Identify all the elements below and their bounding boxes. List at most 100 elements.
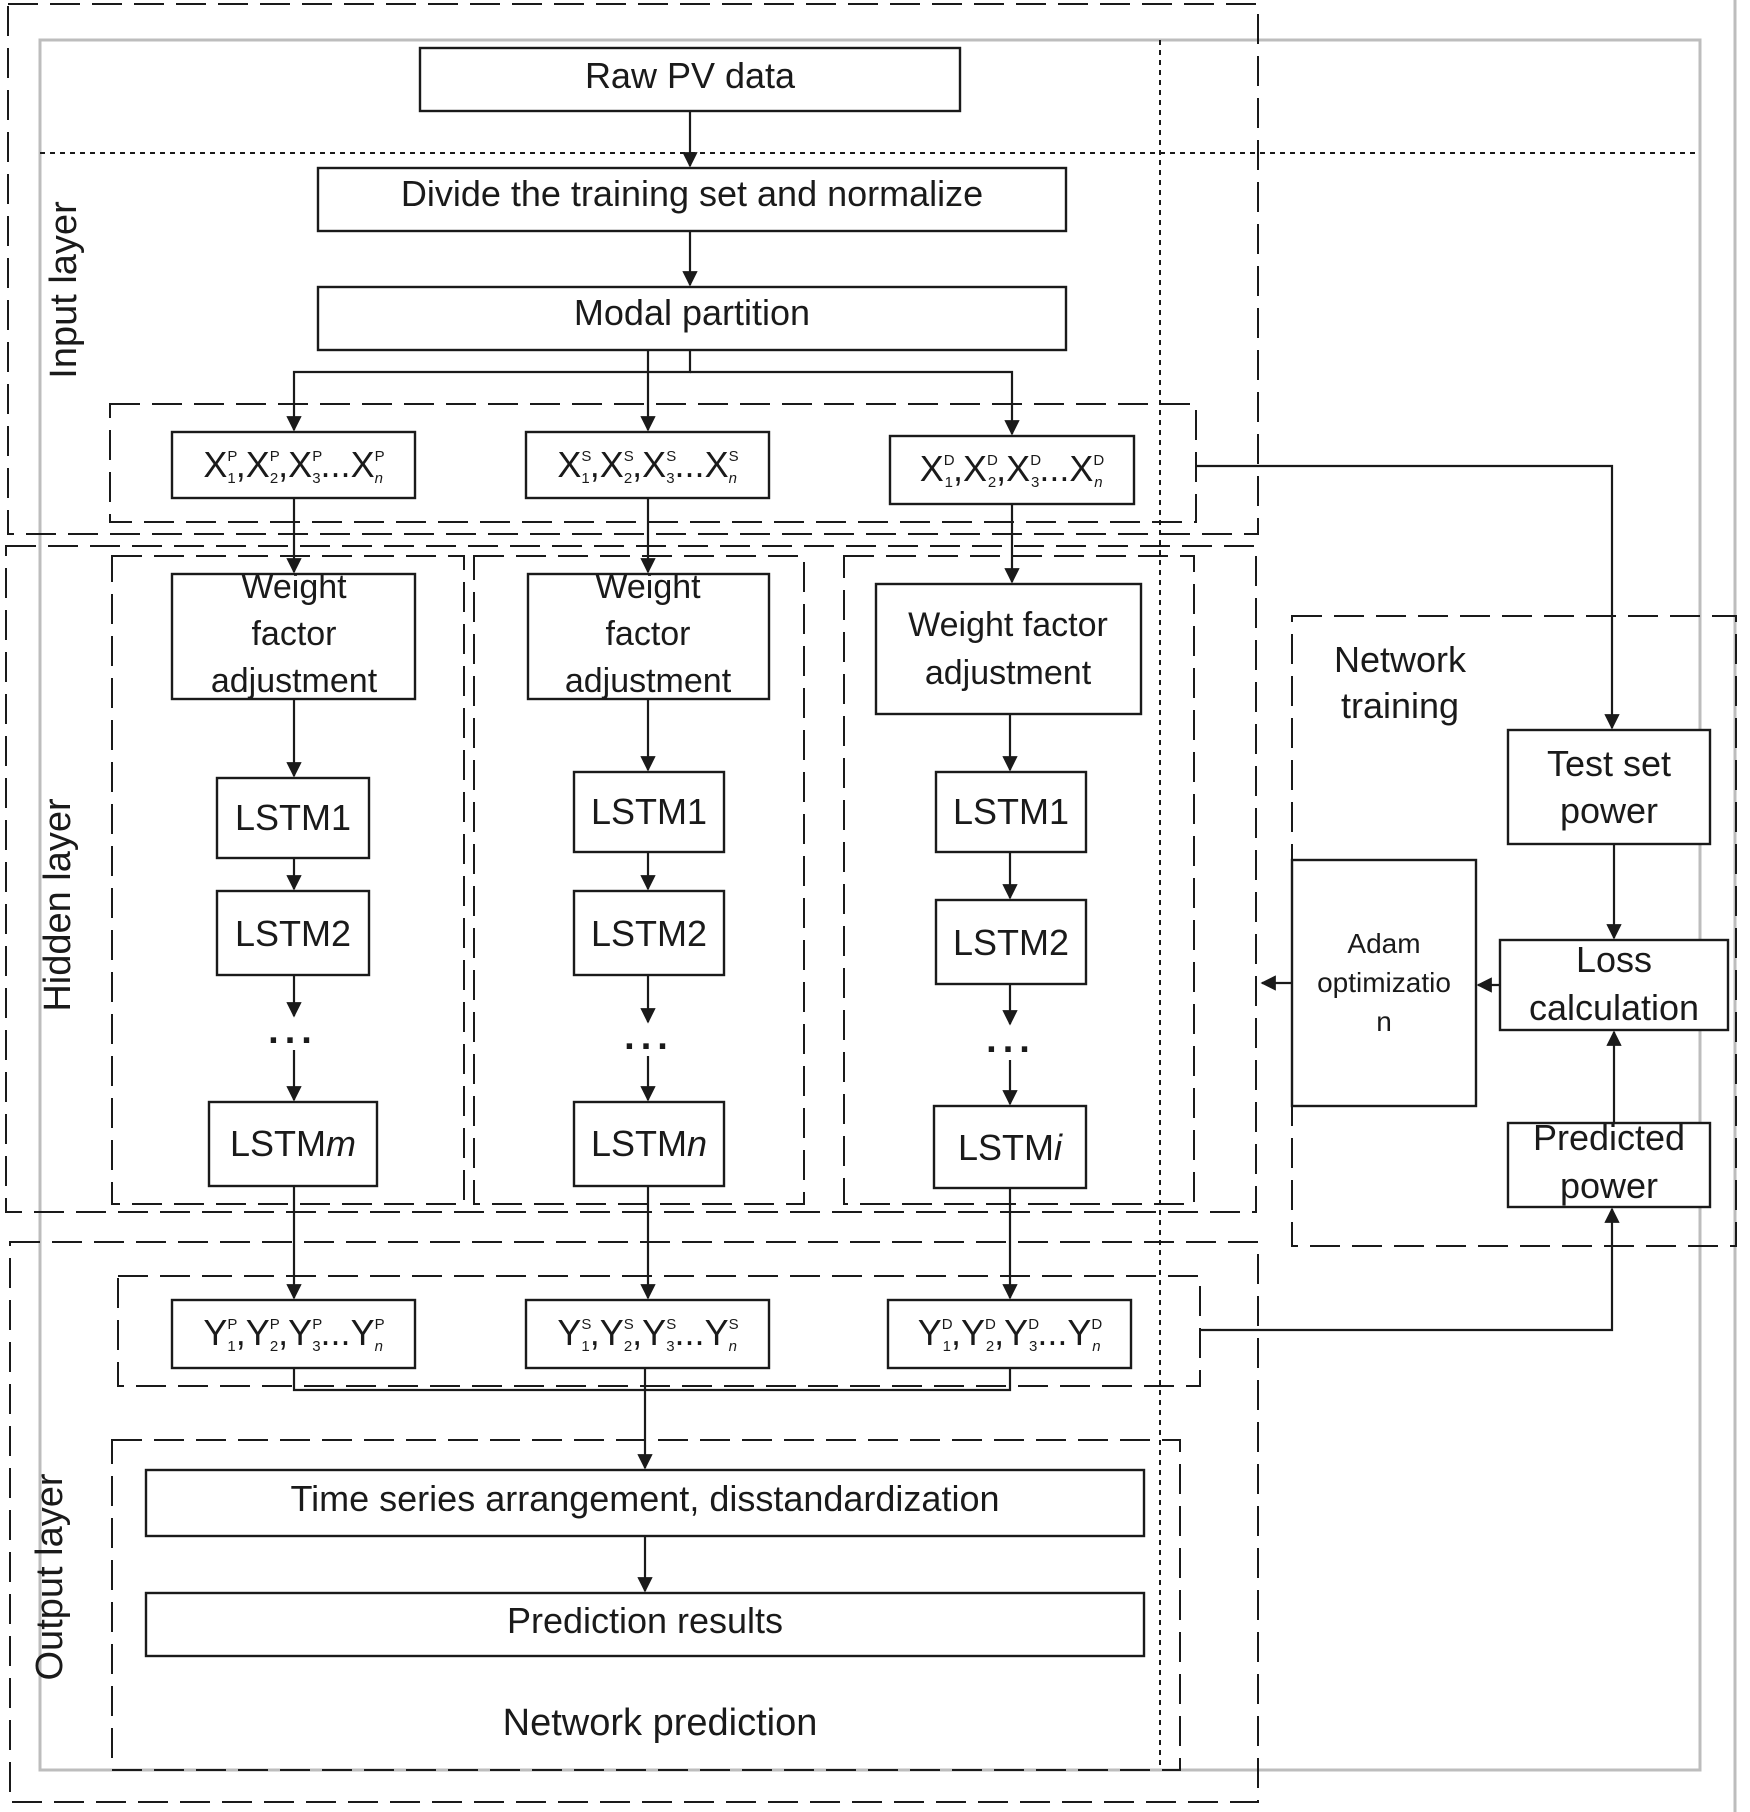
modal-partition-box <box>316 285 1068 352</box>
output-vector-mode-superscript: P <box>270 1316 280 1333</box>
test-set-power-line1: Test set <box>1547 743 1671 784</box>
output-vector-mode-superscript: D <box>1028 1316 1039 1333</box>
input-vector-separator: , <box>996 448 1006 489</box>
arrow-modal-to-d <box>690 370 1020 436</box>
output-vector-index-subscript: 3 <box>666 1338 674 1355</box>
input-vector-symbol: X <box>246 444 270 485</box>
input-vector-index-subscript: n <box>729 470 737 487</box>
output-vector-mode-superscript: P <box>227 1316 237 1333</box>
weight-factor-line1-d: Weight factor <box>908 606 1108 644</box>
divide-normalize-box <box>316 166 1068 233</box>
input-vector-mode-superscript: D <box>1030 452 1041 469</box>
lstm-last-label-s: LSTMn <box>591 1123 707 1164</box>
weight-factor-box-d <box>874 582 1143 716</box>
weight-factor-box-p <box>170 572 417 701</box>
output-vector-index-subscript: 1 <box>581 1338 589 1355</box>
output-vector-symbol: Y <box>918 1312 942 1353</box>
output-vector-symbol: Y <box>1004 1312 1028 1353</box>
lstm-last-suffix-d: i <box>1054 1127 1063 1168</box>
weight-factor-line1-p: Weight <box>241 568 347 606</box>
input-vector-mode-superscript: S <box>581 448 591 465</box>
lstm1-label-p: LSTM1 <box>235 797 351 838</box>
input-vector-index-subscript: 3 <box>1031 474 1039 491</box>
input-vector-d-box <box>888 434 1136 506</box>
ellipsis-s: ... <box>624 1016 674 1058</box>
input-vector-mode-superscript: D <box>944 452 955 469</box>
output-vector-separator: , <box>590 1312 600 1353</box>
lstm2-label-s: LSTM2 <box>591 913 707 954</box>
output-vector-symbol: Y <box>557 1312 581 1353</box>
weight-factor-line3-s: adjustment <box>565 662 732 700</box>
lstm-last-label-p: LSTMm <box>230 1123 356 1164</box>
branch-p-region <box>111 555 465 1205</box>
hidden-layer-region <box>5 545 1257 1213</box>
output-vector-symbol: Y <box>351 1312 375 1353</box>
input-vector-index-subscript: 3 <box>666 470 674 487</box>
output-vector-mode-superscript: D <box>942 1316 953 1333</box>
input-vector-mode-superscript: S <box>624 448 634 465</box>
input-vector-index-subscript: 1 <box>945 474 953 491</box>
output-vector-separator: , <box>994 1312 1004 1353</box>
input-vector-symbol: X <box>963 448 987 489</box>
input-vector-separator: ... <box>1039 448 1069 489</box>
lstm-last-suffix-p: m <box>326 1123 356 1164</box>
network-training-title-line2: training <box>1341 685 1459 726</box>
output-vector-separator: ... <box>1037 1312 1067 1353</box>
ellipsis-d: ... <box>986 1019 1036 1061</box>
output-vector-index-subscript: 1 <box>227 1338 235 1355</box>
lstm-last-prefix-s: LSTM <box>591 1123 687 1164</box>
loss-calculation-box <box>1498 938 1730 1032</box>
input-vectors-group <box>109 403 1197 523</box>
output-vector-symbol: Y <box>246 1312 270 1353</box>
arrow-xd-to-test-set <box>1196 464 1620 730</box>
output-vector-s-box <box>524 1298 771 1370</box>
output-vector-index-subscript: n <box>729 1338 737 1355</box>
adam-line1: Adam <box>1347 928 1420 959</box>
svg-text:XP1,XP2,XP3...XPn: XP1,XP2,XP3...XPn <box>203 444 384 487</box>
input-vector-mode-superscript: P <box>312 448 322 465</box>
output-vector-separator: , <box>278 1312 288 1353</box>
output-vector-symbol: Y <box>705 1312 729 1353</box>
output-vector-symbol: Y <box>961 1312 985 1353</box>
lstm2-label-p: LSTM2 <box>235 913 351 954</box>
lstm1-label-d: LSTM1 <box>953 791 1069 832</box>
lstm1-label-s: LSTM1 <box>591 791 707 832</box>
output-vector-symbol: Y <box>600 1312 624 1353</box>
input-vector-mode-superscript: S <box>729 448 739 465</box>
input-vector-mode-superscript: D <box>987 452 998 469</box>
input-vector-separator: , <box>632 444 642 485</box>
input-vector-separator: , <box>953 448 963 489</box>
output-vector-separator: , <box>632 1312 642 1353</box>
connectors <box>286 112 1622 1593</box>
input-vector-symbol: X <box>351 444 375 485</box>
input-vector-symbol: X <box>203 444 227 485</box>
input-vector-symbol: X <box>557 444 581 485</box>
input-vector-p-box <box>170 430 417 500</box>
weight-factor-line3-p: adjustment <box>211 662 378 700</box>
output-layer-label: Output layer <box>29 1473 71 1680</box>
input-vector-index-subscript: 1 <box>581 470 589 487</box>
prediction-results-label: Prediction results <box>507 1600 783 1641</box>
loss-calculation-line2: calculation <box>1529 987 1699 1028</box>
svg-text:YS1,YS2,YS3...YSn: YS1,YS2,YS3...YSn <box>557 1312 738 1355</box>
output-vector-mode-superscript: S <box>624 1316 634 1333</box>
output-layer-region <box>9 1241 1259 1803</box>
input-vector-symbol: X <box>288 444 312 485</box>
input-vector-symbol: X <box>642 444 666 485</box>
output-vector-separator: ... <box>675 1312 705 1353</box>
output-vector-separator: , <box>236 1312 246 1353</box>
output-vector-index-subscript: 1 <box>943 1338 951 1355</box>
lstm-last-prefix-d: LSTM <box>958 1127 1054 1168</box>
divide-normalize-label: Divide the training set and normalize <box>401 173 983 214</box>
branch-d-region <box>843 555 1195 1205</box>
output-vector-mode-superscript: P <box>312 1316 322 1333</box>
merge-outputs-line <box>292 1368 1012 1392</box>
input-vector-index-subscript: 2 <box>624 470 632 487</box>
lstm2-box-p <box>215 889 371 977</box>
predicted-power-line2: power <box>1560 1165 1658 1206</box>
test-set-power-box <box>1506 728 1712 846</box>
output-vector-symbol: Y <box>203 1312 227 1353</box>
svg-text:YD1,YD2,YD3...YDn: YD1,YD2,YD3...YDn <box>918 1312 1103 1355</box>
